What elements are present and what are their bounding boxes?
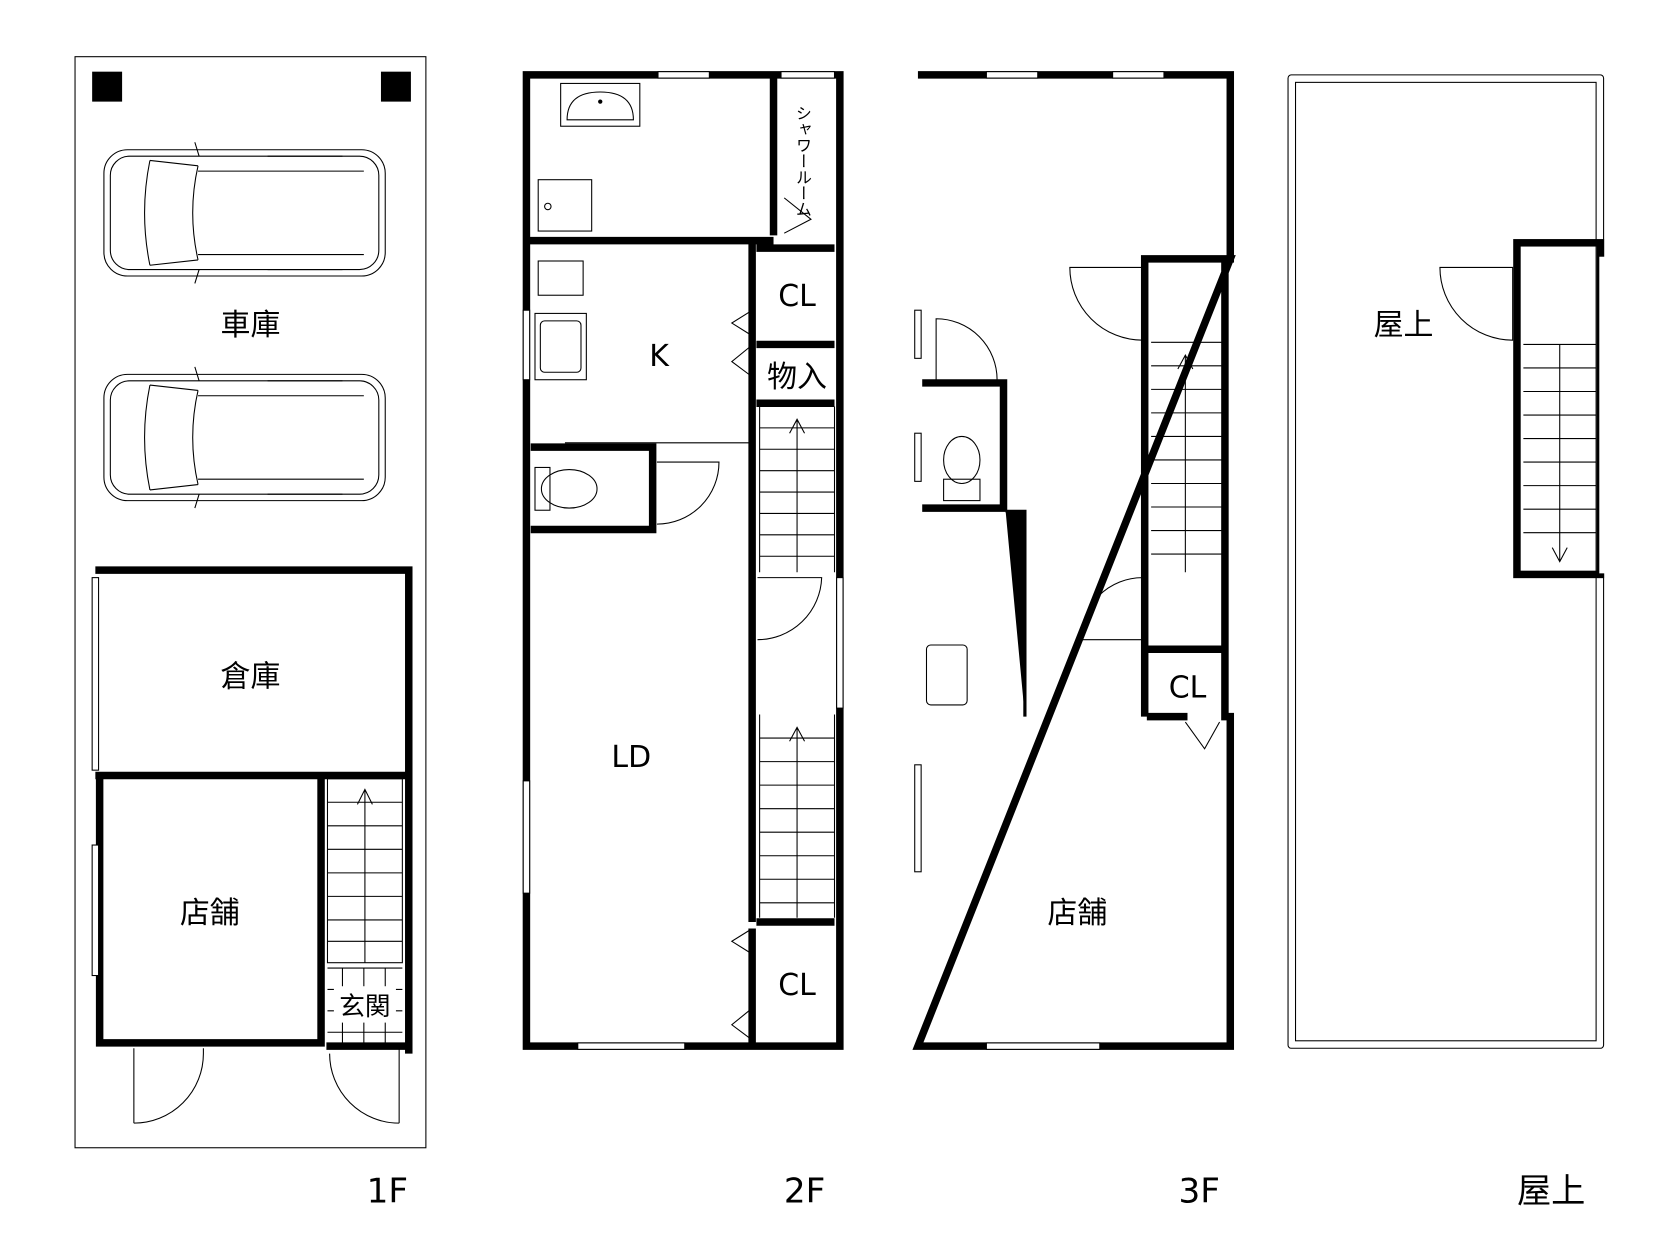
- door-marker: [730, 311, 750, 375]
- door-marker: [730, 930, 750, 1039]
- stairs: [1523, 343, 1597, 563]
- car-icon: [103, 366, 386, 509]
- floor-2f: シャワールーム K CL 物入 LD CL: [522, 71, 844, 1050]
- floor-label-3f: 3F: [1179, 1171, 1220, 1211]
- window: [914, 764, 922, 873]
- walls: [522, 71, 844, 1050]
- partition: [1005, 509, 1027, 717]
- window: [522, 780, 531, 894]
- room-label-storage: 倉庫: [221, 660, 281, 695]
- door: [656, 461, 720, 525]
- pillar: [92, 71, 123, 102]
- door-marker: [1184, 721, 1221, 750]
- room-label-garage: 車庫: [221, 308, 281, 343]
- door: [935, 318, 998, 380]
- floor-roof: 屋上: [1287, 74, 1608, 1049]
- stairs: [326, 778, 403, 964]
- room-label-shop: 店舗: [180, 896, 240, 931]
- walls: [912, 71, 1236, 1050]
- room-label-living: LD: [611, 740, 651, 775]
- washbasin-icon: [560, 82, 641, 127]
- room-label-kitchen: K: [649, 339, 670, 374]
- toilet-icon: [534, 466, 598, 511]
- walls: [95, 566, 413, 1054]
- window: [577, 1042, 686, 1050]
- room-label-entrance: 玄関: [339, 992, 390, 1022]
- room-label-rooftop: 屋上: [1374, 308, 1434, 343]
- door: [1069, 266, 1144, 341]
- stair-house: [1513, 239, 1605, 579]
- stairs: [759, 406, 836, 918]
- kitchen-sink-icon: [534, 312, 587, 381]
- pillar: [380, 71, 411, 102]
- room-label-shop: 店舗: [1047, 896, 1107, 931]
- door: [329, 1048, 400, 1124]
- door-marker: [783, 197, 812, 234]
- toilet-icon: [943, 435, 981, 502]
- door: [757, 577, 823, 641]
- floor-1f: 車庫 倉庫 店舗 玄関: [74, 56, 427, 1149]
- window: [836, 577, 844, 709]
- door: [1079, 577, 1144, 642]
- floor-label-1f: 1F: [367, 1171, 408, 1211]
- room-label-closet: CL: [778, 968, 816, 1003]
- shower-pan-icon: [537, 179, 593, 232]
- car-icon: [103, 142, 386, 284]
- room-label-closet: CL: [778, 279, 816, 314]
- window: [91, 844, 100, 977]
- sink-icon: [925, 644, 968, 706]
- room-label-storeroom: 物入: [767, 360, 827, 395]
- room-label-closet: CL: [1169, 670, 1207, 705]
- window: [522, 309, 531, 381]
- floor-3f: CL 店舗: [912, 71, 1236, 1050]
- door: [133, 1048, 204, 1124]
- room-label-shower: シャワールーム: [793, 105, 812, 217]
- window: [985, 1042, 1101, 1050]
- floor-label-2f: 2F: [784, 1171, 825, 1211]
- stairs: [1151, 341, 1223, 573]
- door: [1439, 266, 1514, 341]
- lot-outline: [74, 56, 427, 1149]
- stove-icon: [537, 260, 584, 296]
- window: [91, 577, 100, 771]
- sliding-door: [564, 241, 749, 444]
- floor-label-roof: 屋上: [1517, 1171, 1585, 1211]
